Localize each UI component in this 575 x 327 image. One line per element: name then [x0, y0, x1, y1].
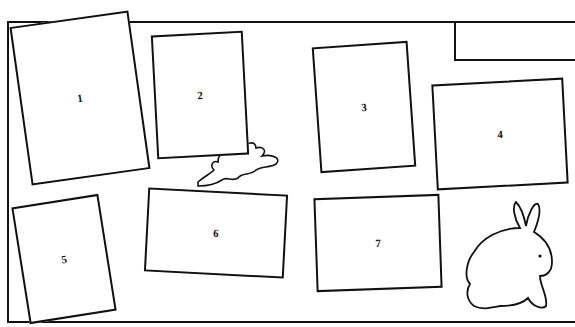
- card-number: 7: [375, 237, 381, 249]
- card-number: 2: [197, 89, 203, 101]
- card-box: 6: [144, 187, 288, 278]
- card-box: 3: [312, 41, 417, 173]
- card-number: 3: [361, 101, 367, 113]
- rabbit-eye: [538, 254, 541, 257]
- notch-line: [455, 22, 575, 60]
- card-box: 2: [151, 31, 249, 160]
- card-number: 5: [60, 253, 67, 266]
- card-number: 4: [497, 128, 503, 140]
- rabbit-figure: [467, 202, 552, 308]
- card-number: 6: [213, 227, 219, 239]
- card-box: 4: [431, 78, 568, 191]
- card-box: 7: [313, 194, 442, 292]
- card-number: 1: [76, 92, 83, 105]
- card-box: 1: [9, 10, 150, 185]
- card-box: 5: [11, 194, 116, 324]
